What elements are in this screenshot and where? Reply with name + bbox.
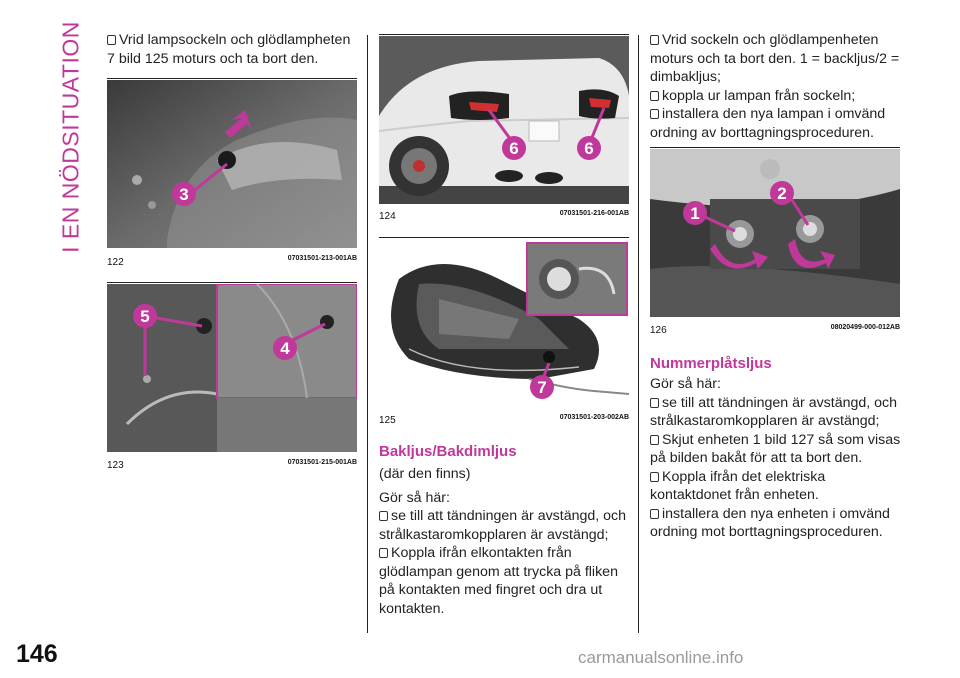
- figure-126-number: 126: [650, 325, 667, 336]
- footer-watermark: carmanualsonline.info: [578, 648, 744, 667]
- section-heading-backljus: Bakljus/Bakdimljus: [379, 443, 517, 460]
- figure-125-image: 7: [379, 239, 629, 407]
- figure-123-image: 5 4: [107, 284, 357, 452]
- figure-125-code: 07031501-203-002AB: [559, 414, 629, 421]
- figure-122-number: 122: [107, 257, 124, 268]
- checkbox-icon: [107, 35, 116, 45]
- do-this-label: Gör så här:: [650, 376, 721, 392]
- step-item: koppla ur lampan från sockeln;: [650, 87, 904, 106]
- checkbox-icon: [650, 35, 659, 45]
- page-number: 146: [16, 640, 58, 668]
- section-heading-nummerplatsljus: Nummerplåtsljus: [650, 355, 772, 372]
- subheading: (där den finns): [379, 466, 471, 482]
- step-item: se till att tändningen är avstängd, och …: [379, 508, 627, 543]
- step-item: installera den nya lampan i omvänd ordni…: [650, 106, 886, 141]
- col3-body: Gör så här: se till att tändningen är av…: [650, 375, 904, 542]
- callout-6-right: 6: [584, 139, 593, 158]
- checkbox-icon: [650, 471, 659, 482]
- step-item: Koppla ifrån elkontakten från glödlampan…: [379, 545, 618, 617]
- callout-7: 7: [537, 378, 546, 397]
- figure-rule: [379, 34, 629, 35]
- figure-rule: [379, 237, 629, 238]
- checkbox-icon: [379, 511, 388, 521]
- figure-122-code: 07031501-213-001AB: [287, 255, 357, 262]
- callout-1: 1: [690, 204, 699, 223]
- callout-5: 5: [140, 307, 149, 326]
- step-item: Vrid sockeln och glödlampenheten moturs …: [650, 32, 900, 85]
- col3-steps-top: Vrid sockeln och glödlampenheten moturs …: [650, 31, 904, 142]
- checkbox-icon: [650, 434, 659, 445]
- step-item: installera den nya enheten i omvänd ordn…: [650, 505, 890, 540]
- callout-2: 2: [777, 184, 786, 203]
- column-divider-2: [638, 35, 639, 633]
- checkbox-icon: [650, 109, 659, 119]
- col1-intro: Vrid lampsockeln och glödlampheten 7 bil…: [107, 32, 351, 67]
- checkbox-icon: [650, 397, 659, 408]
- figure-124-number: 124: [379, 211, 396, 222]
- figure-123-code: 07031501-215-001AB: [287, 459, 357, 466]
- figure-rule: [107, 78, 357, 79]
- checkbox-icon: [379, 548, 388, 558]
- callout-6-left: 6: [509, 139, 518, 158]
- figure-124-code: 07031501-216-001AB: [559, 210, 629, 217]
- figure-126-code: 08020499-000-012AB: [830, 324, 900, 331]
- col2-body: (där den finns) Gör så här: se till att …: [379, 465, 631, 618]
- step-item: se till att tändningen är avstängd, och …: [650, 394, 898, 429]
- section-tab: I EN NÖDSITUATION: [58, 21, 84, 253]
- do-this-label: Gör så här:: [379, 489, 450, 506]
- step-item: Koppla ifrån det elektriska kontaktdonet…: [650, 468, 826, 503]
- figure-122-image: 3: [107, 80, 357, 248]
- step-item: Skjut enheten 1 bild 127 så som visas på…: [650, 431, 901, 466]
- figure-126-image: 1 2: [650, 149, 900, 317]
- callout-4: 4: [280, 339, 290, 358]
- figure-125-number: 125: [379, 415, 396, 426]
- figure-rule: [650, 147, 900, 148]
- figure-rule: [107, 282, 357, 283]
- section-tab-label: I EN NÖDSITUATION: [57, 21, 84, 253]
- figure-123-number: 123: [107, 460, 124, 471]
- figure-124-image: 6 6: [379, 36, 629, 204]
- column-divider-1: [367, 35, 368, 633]
- checkbox-icon: [650, 508, 659, 519]
- callout-3: 3: [179, 185, 188, 204]
- checkbox-icon: [650, 90, 659, 101]
